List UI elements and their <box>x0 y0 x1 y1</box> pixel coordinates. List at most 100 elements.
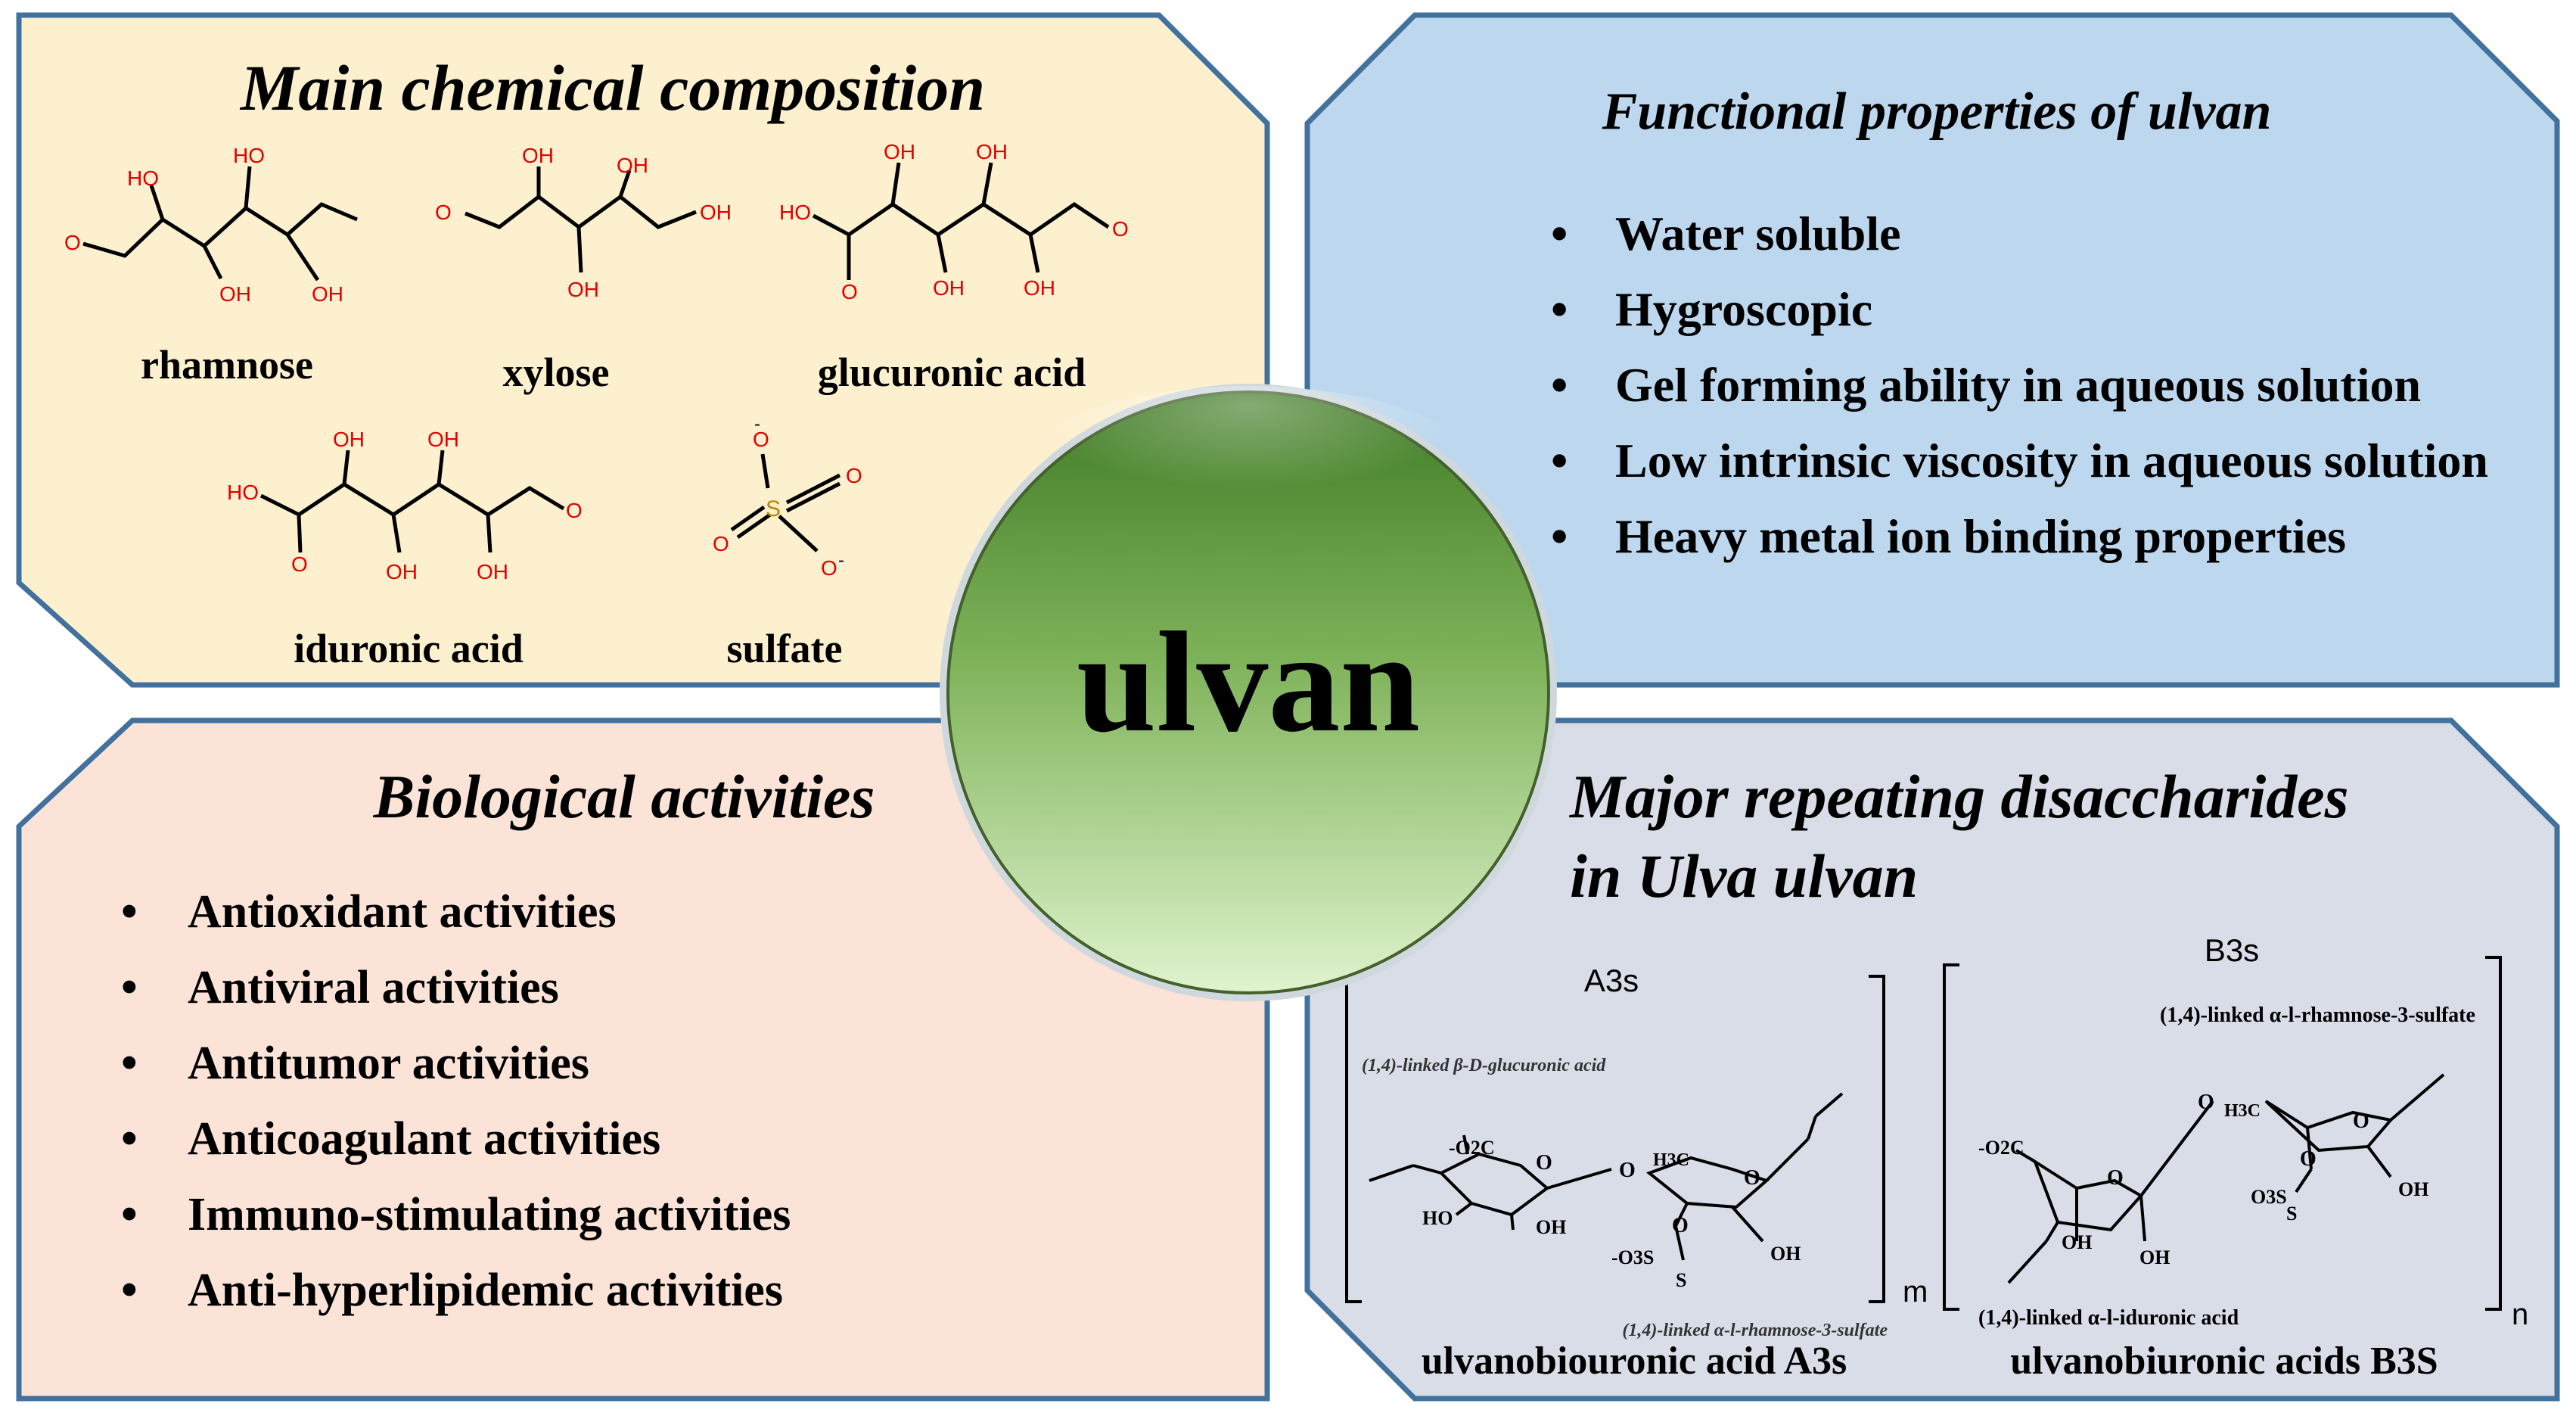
a3s-structure: A3s (1,4)-linked β-D-glucuronic acid -O2… <box>1345 963 1928 1383</box>
disaccharides-title-line1: Major repeating disaccharides <box>1568 762 2349 831</box>
functional-bullet: • <box>1551 434 1568 487</box>
functional-item-1: Water soluble <box>1615 207 1901 260</box>
a3s-oh1: OH <box>1536 1216 1566 1238</box>
biological-bullet: • <box>121 962 138 1013</box>
iduronic-ho: HO <box>227 481 259 504</box>
biological-item-1: Antioxidant activities <box>188 886 617 938</box>
b3s-top-label: (1,4)-linked α-l-rhamnose-3-sulfate <box>2160 1004 2475 1027</box>
b3s-oh1: OH <box>2062 1231 2092 1253</box>
b3s-bottom-label: (1,4)-linked α-l-iduronic acid <box>1978 1306 2239 1330</box>
glucuronic-label: glucuronic acid <box>818 350 1086 395</box>
a3s-h3c: H3C <box>1653 1150 1689 1170</box>
functional-item-2: Hygroscopic <box>1615 282 1872 336</box>
iduronic-o1: O <box>291 552 308 576</box>
b3s-sulfate-o: O <box>2300 1147 2317 1171</box>
sulfate-label: sulfate <box>727 626 843 671</box>
sulfate-o-bottom: O <box>821 556 837 580</box>
b3s-structure: B3s (1,4)-linked α-l-rhamnose-3-sulfate … <box>1943 932 2528 1383</box>
iduronic-acid-structure: HO O OH OH OH OH O iduronic acid <box>227 428 583 671</box>
glucuronic-oh3: OH <box>976 140 1008 163</box>
composition-title: Main chemical composition <box>239 51 985 124</box>
glucuronic-o2: O <box>1112 217 1129 241</box>
a3s-repeat: m <box>1903 1275 1928 1309</box>
rhamnose-structure: O HO OH HO OH rhamnose <box>64 144 358 387</box>
b3s-oh3: OH <box>2398 1178 2428 1200</box>
iduronic-oh3: OH <box>427 428 459 451</box>
a3s-s: S <box>1676 1269 1686 1291</box>
b3s-link-o: O <box>2198 1091 2214 1114</box>
sulfate-o-left: O <box>713 532 729 555</box>
a3s-caption: ulvanobiouronic acid A3s <box>1422 1340 1847 1383</box>
biological-item-5: Immuno-stimulating activities <box>188 1189 791 1240</box>
iduronic-label: iduronic acid <box>294 626 524 671</box>
a3s-o2c: -O2C <box>1449 1137 1495 1159</box>
functional-title: Functional properties of ulvan <box>1602 82 2272 141</box>
iduronic-oh1: OH <box>333 428 365 451</box>
b3s-oh2: OH <box>2139 1246 2170 1268</box>
rhamnose-label: rhamnose <box>141 342 313 387</box>
xylose-structure: O OH OH OH OH xylose <box>435 144 732 395</box>
glucuronic-oh2: OH <box>933 276 965 300</box>
functional-item-3: Gel forming ability in aqueous solution <box>1615 358 2421 412</box>
biological-item-2: Antiviral activities <box>188 962 559 1013</box>
biological-list: • Antioxidant activities • Antiviral act… <box>121 886 791 1316</box>
rhamnose-oh4: OH <box>312 282 343 306</box>
a3s-header: A3s <box>1584 963 1639 998</box>
panel-top-right <box>1304 12 2560 688</box>
b3s-repeat: n <box>2512 1298 2528 1331</box>
a3s-oh2: OH <box>1770 1243 1801 1265</box>
biological-item-4: Anticoagulant activities <box>188 1113 660 1165</box>
b3s-ring-o2: O <box>2353 1109 2369 1133</box>
a3s-sulfate-o: O <box>1672 1214 1689 1237</box>
iduronic-o2: O <box>566 499 583 522</box>
b3s-o2c: -O2C <box>1978 1137 2024 1159</box>
biological-bullet: • <box>121 886 138 938</box>
biological-title: Biological activities <box>373 762 875 831</box>
a3s-o3s: -O3S <box>1611 1246 1654 1268</box>
sulfate-o-top: O <box>753 428 769 451</box>
glucuronic-oh4: OH <box>1024 276 1055 300</box>
disaccharides-title-line2: in Ulva ulvan <box>1570 842 1918 910</box>
xylose-oh4: OH <box>700 201 732 224</box>
b3s-o3s: O3S <box>2251 1186 2287 1208</box>
glucuronic-ho: HO <box>779 201 811 224</box>
rhamnose-oh1: HO <box>127 166 159 190</box>
a3s-bottom-label: (1,4)-linked α-l-rhamnose-3-sulfate <box>1622 1321 1888 1340</box>
xylose-oh3: OH <box>617 154 648 177</box>
b3s-header: B3s <box>2205 932 2259 968</box>
sulfate-structure: O - S O O O - sulfate <box>713 414 862 671</box>
rhamnose-oh2: OH <box>219 282 251 306</box>
rhamnose-o: O <box>64 231 81 254</box>
panel-bottom-right <box>1304 717 2560 1402</box>
biological-item-3: Antitumor activities <box>188 1038 589 1089</box>
functional-list: • Water soluble • Hygroscopic • Gel form… <box>1551 207 2488 563</box>
biological-bullet: • <box>121 1265 138 1316</box>
ulvan-label: ulvan <box>1077 603 1420 762</box>
a3s-link-o: O <box>1619 1159 1636 1182</box>
a3s-ring-o2: O <box>1744 1166 1760 1190</box>
sulfate-o-top-charge: - <box>754 414 760 434</box>
a3s-top-label: (1,4)-linked β-D-glucuronic acid <box>1362 1056 1606 1075</box>
glucuronic-o1: O <box>841 280 858 303</box>
functional-item-4: Low intrinsic viscosity in aqueous solut… <box>1615 434 2488 487</box>
rhamnose-oh3: HO <box>233 144 265 167</box>
xylose-label: xylose <box>503 350 610 395</box>
functional-bullet: • <box>1551 509 1568 563</box>
sulfate-s: S <box>766 496 781 521</box>
b3s-ring-o1: O <box>2107 1166 2124 1190</box>
xylose-oh2: OH <box>567 278 599 301</box>
xylose-oh1: OH <box>522 144 554 167</box>
ulvan-sphere-shine <box>1021 386 1475 552</box>
functional-item-5: Heavy metal ion binding properties <box>1615 509 2346 563</box>
xylose-o: O <box>435 201 452 224</box>
biological-bullet: • <box>121 1189 138 1240</box>
b3s-caption: ulvanobiuronic acids B3S <box>2010 1340 2438 1383</box>
functional-bullet: • <box>1551 282 1568 336</box>
sulfate-o-right: O <box>846 464 862 487</box>
b3s-h3c: H3C <box>2224 1101 2261 1121</box>
biological-bullet: • <box>121 1038 138 1089</box>
sulfate-o-bottom-charge: - <box>838 550 844 571</box>
a3s-ring-o1: O <box>1536 1151 1552 1175</box>
b3s-s: S <box>2286 1203 2297 1225</box>
